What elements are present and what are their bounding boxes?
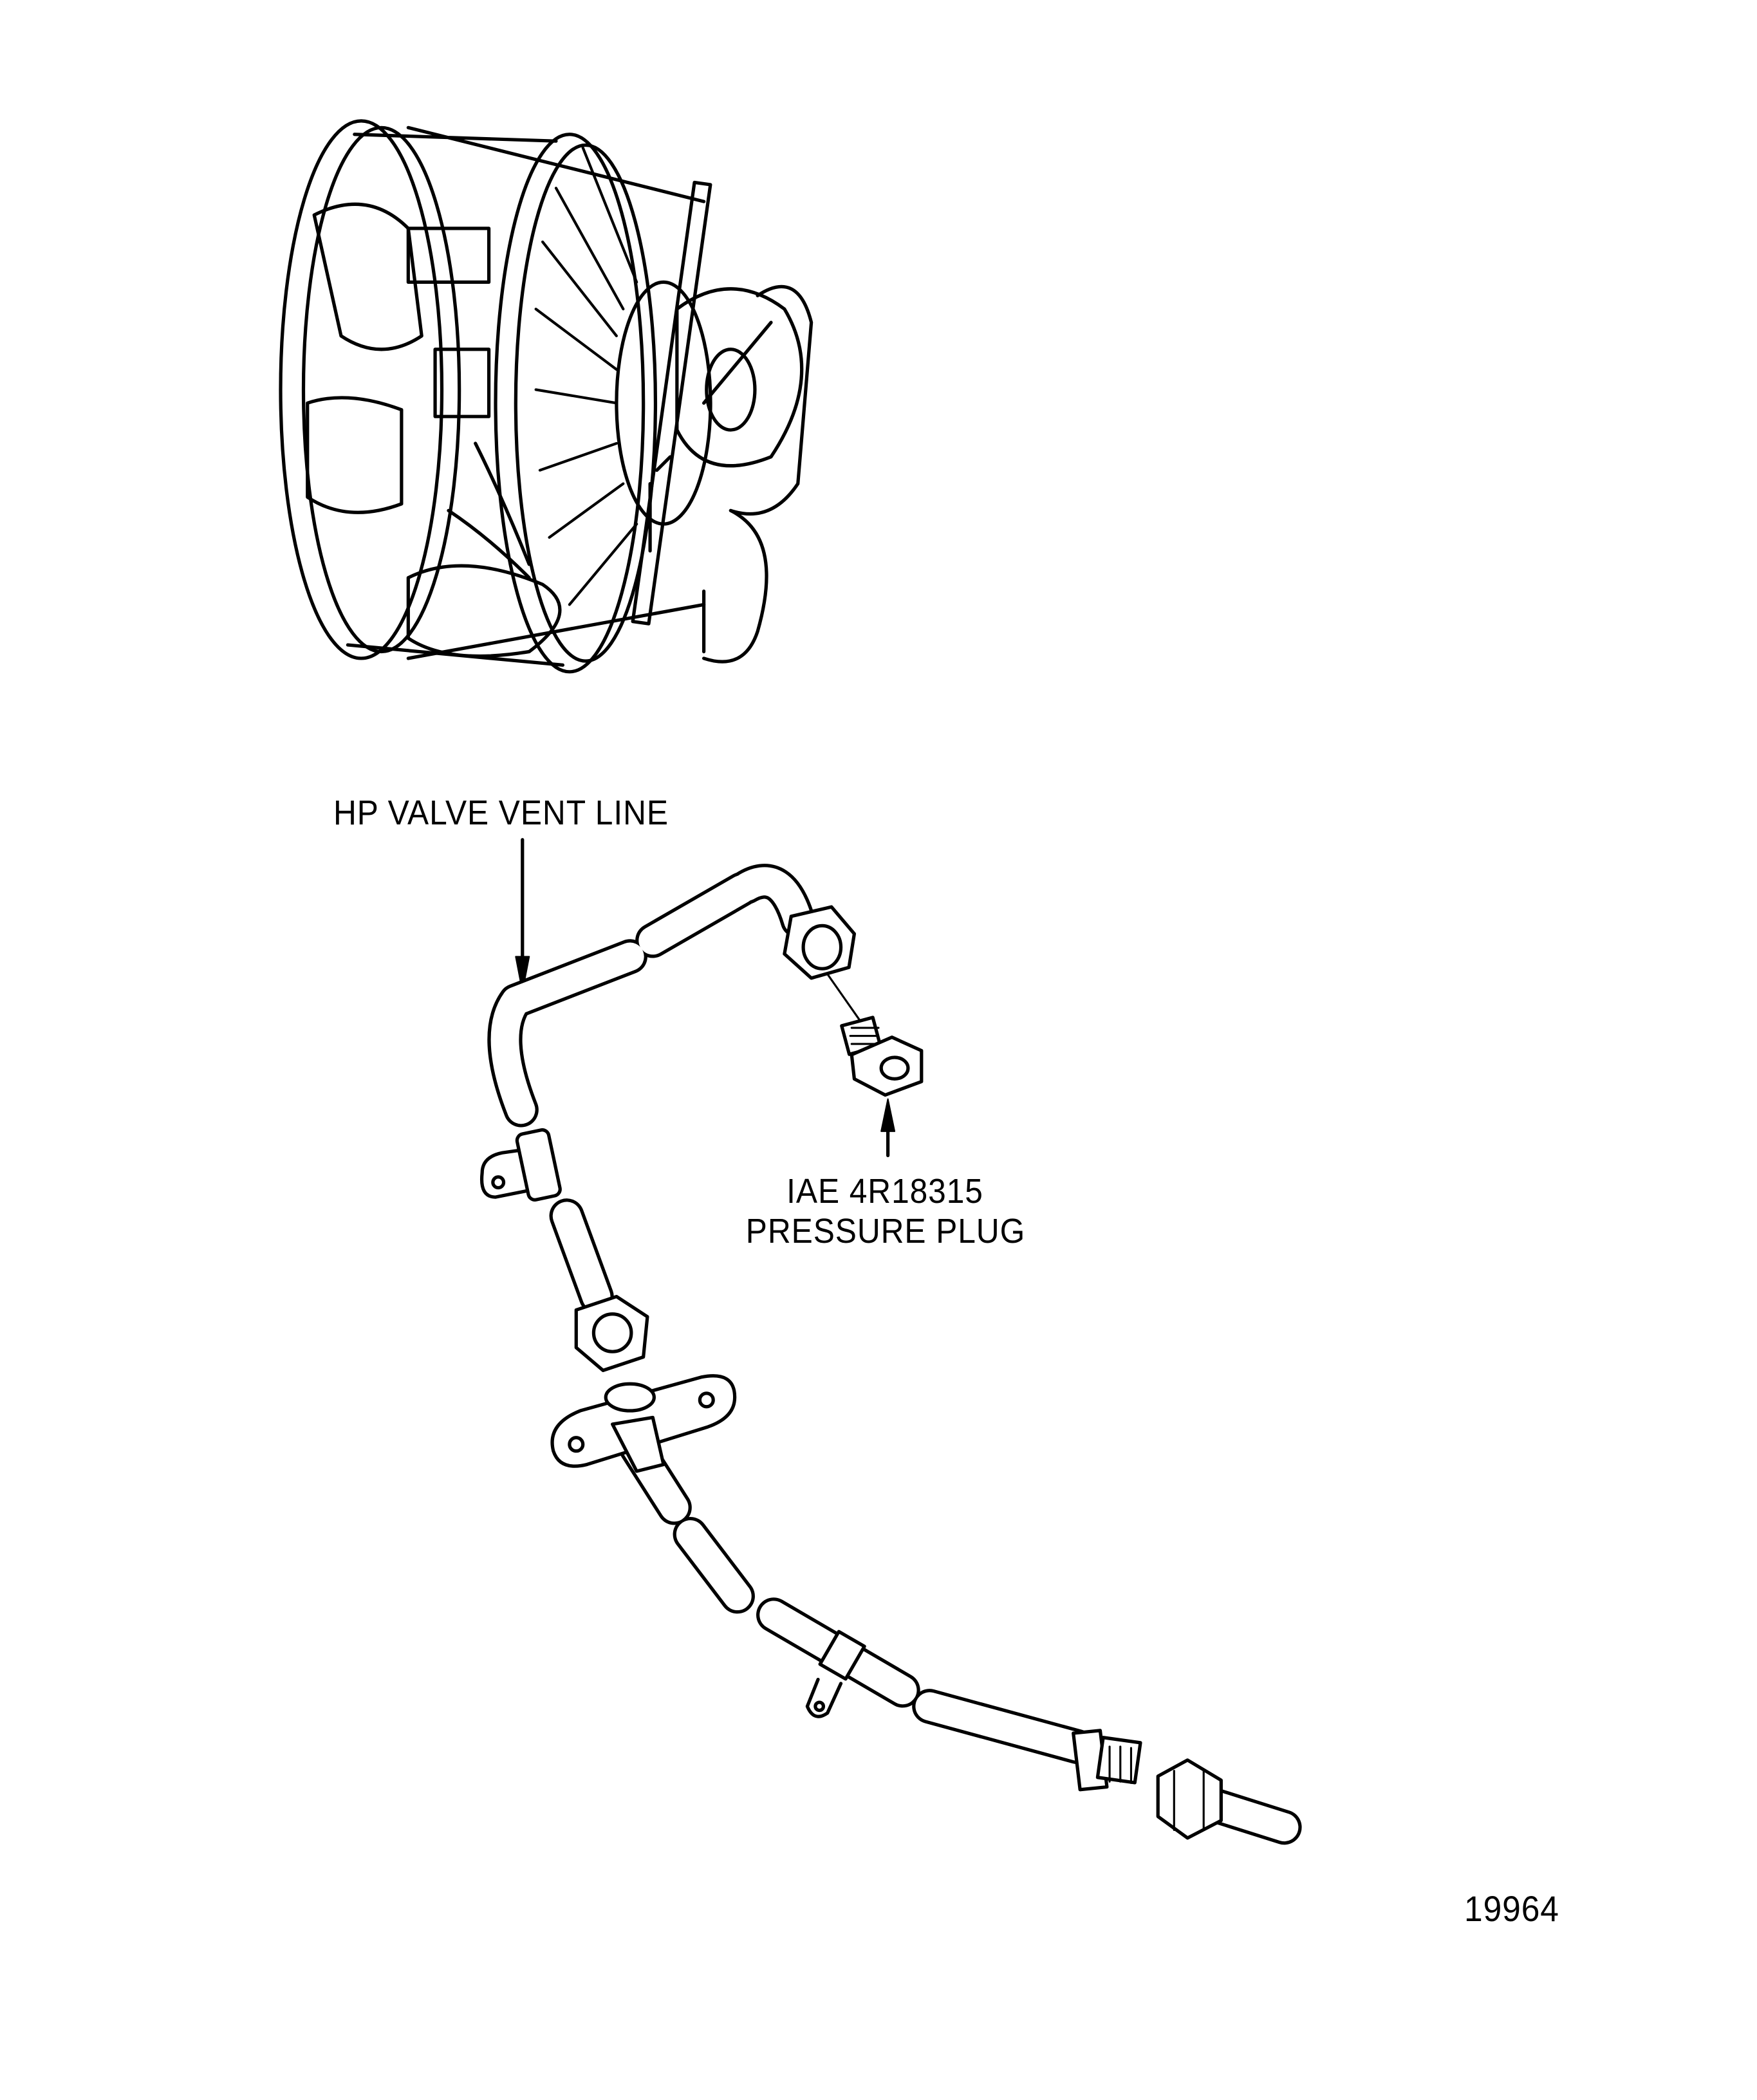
union-nut-lower [1156,1758,1223,1840]
plug-name: PRESSURE PLUG [745,1212,1026,1250]
engine-illustration [279,119,813,674]
pressure-plug-arrow [880,1098,896,1157]
figure-number: 19964 [1464,1888,1559,1929]
clamp-bracket-lower [805,1630,866,1718]
clamp-bracket-upper [479,1128,562,1202]
mounting-flange [550,1374,737,1473]
threaded-end-fitting [1072,1729,1142,1792]
pressure-plug [840,1016,924,1097]
fan-blades [534,146,638,606]
fittings [479,905,1223,1840]
vent-line-arrow [515,838,530,992]
vent-line-label: HP VALVE VENT LINE [333,794,669,832]
plug-part-number: IAE 4R18315 [786,1172,983,1211]
pressure-plug-label: IAE 4R18315 PRESSURE PLUG [745,1171,1026,1251]
union-nut-middle [574,1294,649,1373]
